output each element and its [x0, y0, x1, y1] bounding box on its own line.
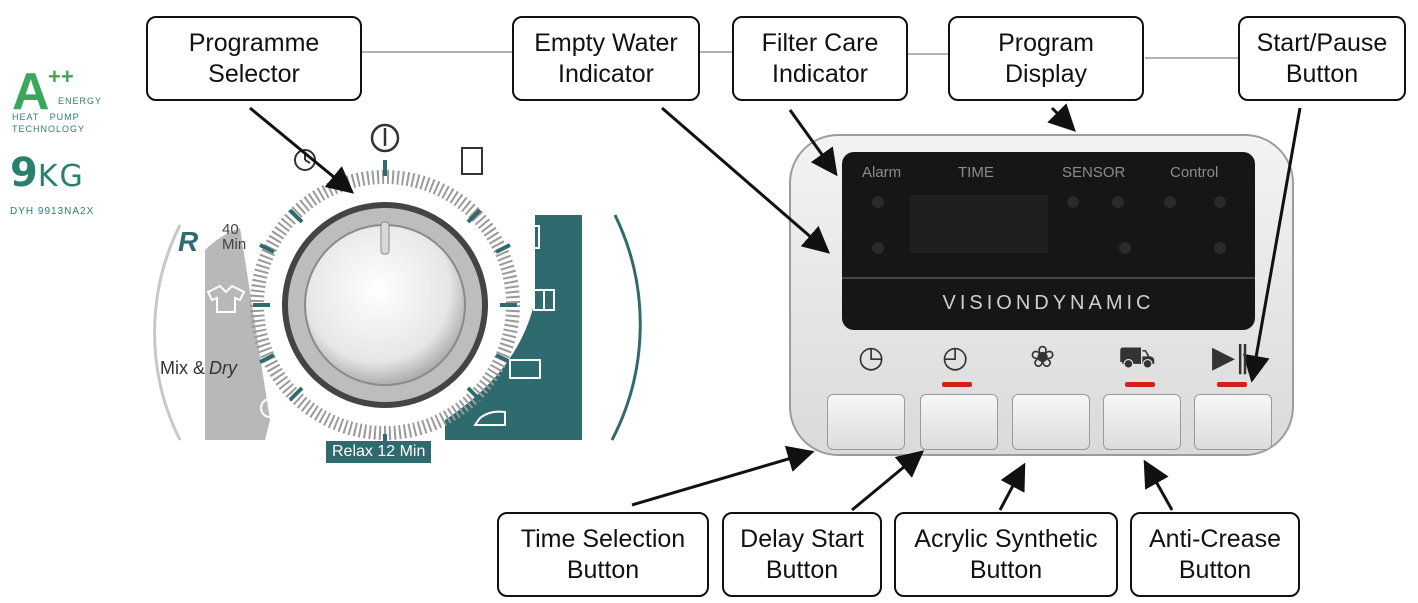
callout-acrylic-synthetic: Acrylic Synthetic Button: [894, 512, 1118, 597]
time-selection-button[interactable]: [827, 394, 905, 450]
energy-logo: A ++ ENERGY HEAT PUMP TECHNOLOGY: [12, 63, 127, 148]
capacity-label: 9KG: [10, 150, 85, 196]
dial-shirt-icon: [206, 284, 246, 313]
led-delay-start: [942, 382, 972, 387]
arrow-program-display: [1047, 103, 1076, 132]
dial-left-bracket: [153, 224, 182, 441]
callout-program-display: Program Display: [948, 16, 1144, 101]
led-start-pause: [1217, 382, 1247, 387]
dial-ticks: [253, 160, 517, 452]
anti-crease-button[interactable]: [1103, 394, 1181, 450]
arrow-delay-start: [851, 450, 925, 512]
capacity-number: 9: [10, 150, 38, 196]
callout-delay-start: Delay Start Button: [722, 512, 882, 597]
dial-knob-pointer: [380, 221, 390, 255]
dial-garment-icon-1: [520, 225, 540, 249]
arrow-filter-care: [788, 109, 838, 177]
technology-text: TECHNOLOGY: [12, 124, 86, 134]
energy-plus: ++: [48, 64, 74, 89]
energy-class: A: [12, 63, 50, 121]
callout-empty-water: Empty Water Indicator: [512, 16, 700, 101]
delay-clock-icon: ◴: [942, 340, 969, 375]
lcd-label-time: TIME: [958, 164, 994, 181]
clock-icon: ◷: [858, 340, 885, 375]
arrow-programme-selector: [249, 106, 355, 194]
lcd-label-control: Control: [1170, 164, 1219, 181]
dial-label-dry: Dry: [209, 358, 237, 378]
arrow-start-pause: [1242, 107, 1302, 383]
dial-label-mix: Mix &: [160, 358, 205, 378]
dial-label-40-min: 40 Min: [222, 221, 247, 253]
dial-label-relax: Relax 12 Min: [326, 441, 432, 463]
dial-teal-band: [445, 215, 582, 440]
dial-garment-icon-3: [509, 359, 541, 379]
led-anti-crease: [1125, 382, 1155, 387]
callout-time-selection: Time Selection Button: [497, 512, 709, 597]
leaf-icon: ❀: [1030, 340, 1056, 375]
callout-programme-selector: Programme Selector: [146, 16, 362, 101]
play-pause-icon: ▶‖: [1212, 340, 1251, 375]
lcd-time-segment: [910, 195, 1048, 253]
dial-garment-icon-top: [461, 147, 483, 175]
callout-filter-care: Filter Care Indicator: [732, 16, 908, 101]
start-pause-button[interactable]: [1194, 394, 1272, 450]
capacity-unit: KG: [37, 159, 85, 194]
lcd-faint-indicators: [872, 196, 1226, 254]
arrow-anti-crease: [1143, 459, 1174, 511]
arrow-time-selection: [631, 445, 815, 507]
energy-word: ENERGY: [58, 96, 103, 106]
dial-wool-icon: [260, 398, 280, 418]
callout-start-pause: Start/Pause Button: [1238, 16, 1406, 101]
lcd-label-sensor: SENSOR: [1062, 164, 1126, 181]
arrow-empty-water: [661, 106, 831, 254]
anti-crease-shirt-icon: ⛟: [1118, 340, 1156, 375]
lcd-brand: VISIONDYNAMIC: [942, 292, 1155, 314]
dial-label-mix-dry: Mix &Dry: [160, 348, 237, 379]
acrylic-synthetic-button[interactable]: [1012, 394, 1090, 450]
delay-start-button[interactable]: [920, 394, 998, 450]
dial-grey-band: [205, 228, 270, 440]
model-number: DYH 9913NA2X: [10, 206, 95, 217]
dial-right-bracket: [610, 214, 642, 441]
dial-iron-icon: [473, 410, 506, 426]
heat-pump-text: HEAT PUMP: [12, 112, 80, 122]
arrow-acrylic: [998, 462, 1026, 511]
lcd-label-alarm: Alarm: [862, 164, 902, 181]
callout-anti-crease: Anti-Crease Button: [1130, 512, 1300, 597]
dial-label-rapid: R: [178, 226, 199, 257]
dial-power-icon: [370, 123, 400, 153]
